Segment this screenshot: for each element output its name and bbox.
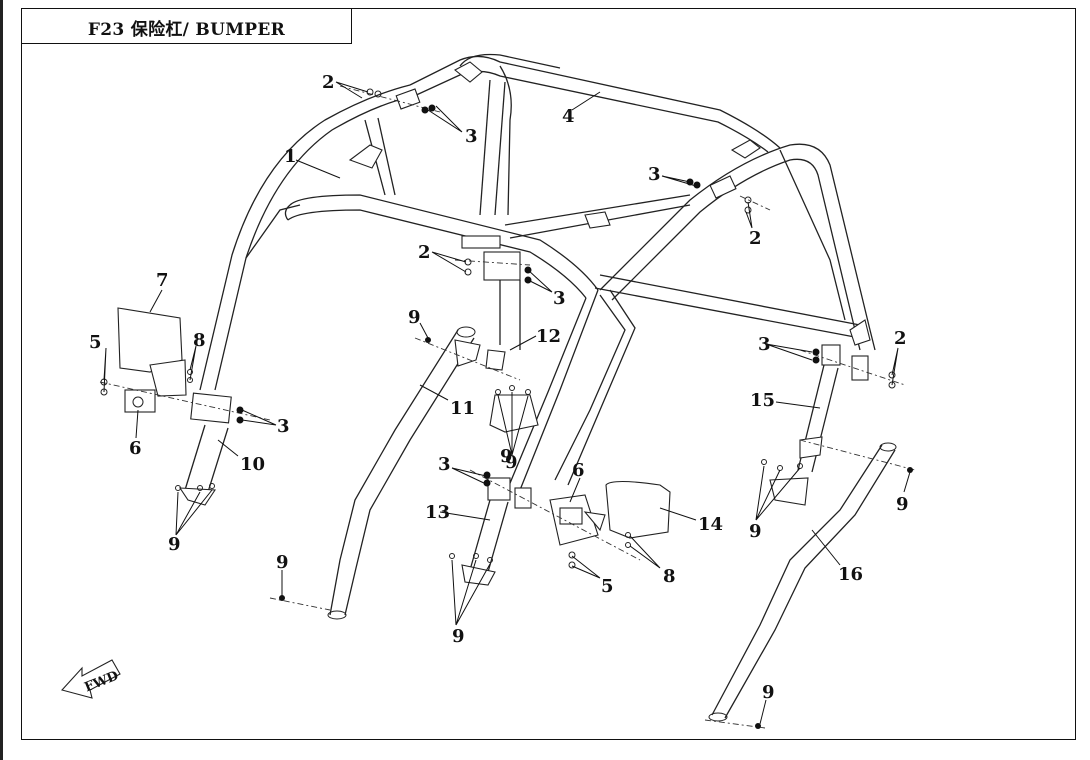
- callout-8-right: 8: [663, 566, 676, 587]
- callout-3-far-right: 3: [758, 334, 771, 355]
- fwd-arrow-icon: FWD: [60, 659, 121, 699]
- callout-2-center: 2: [418, 242, 431, 263]
- callout-13: 13: [425, 502, 450, 523]
- callout-1: 1: [284, 146, 297, 167]
- callout-9-h: 9: [762, 682, 775, 703]
- callout-2-top: 2: [322, 72, 335, 93]
- callout-3-left: 3: [277, 416, 290, 437]
- callout-5-right: 5: [601, 576, 614, 597]
- callout-6-left: 6: [129, 438, 142, 459]
- callout-15: 15: [750, 390, 775, 411]
- callout-7: 7: [156, 270, 169, 291]
- callout-2-far-right: 2: [894, 328, 907, 349]
- callout-9-b: 9: [408, 307, 421, 328]
- callout-5-left: 5: [89, 332, 102, 353]
- callout-9-g: 9: [896, 494, 909, 515]
- callout-3-right: 3: [648, 164, 661, 185]
- callout-9-f: 9: [749, 521, 762, 542]
- drawing-frame: [21, 8, 1076, 740]
- cage-brackets: [348, 61, 871, 346]
- part-11-tube: [327, 326, 481, 620]
- callout-3-lower: 3: [438, 454, 451, 475]
- part-13-tube: [461, 477, 532, 586]
- part-16-tube: [708, 442, 897, 722]
- leader-lines: [103, 81, 911, 725]
- callout-12: 12: [536, 326, 561, 347]
- callout-14: 14: [698, 514, 723, 535]
- callout-4: 4: [562, 106, 575, 127]
- part-15-tube: [769, 344, 869, 506]
- callout-2-right: 2: [749, 228, 762, 249]
- callout-3-center: 3: [553, 288, 566, 309]
- callout-9-e: 9: [276, 552, 289, 573]
- callout-16: 16: [838, 564, 863, 585]
- part-14-mirror-right: [549, 480, 671, 546]
- left-edge-border: [0, 0, 3, 760]
- title-block: F23 保险杠/ BUMPER: [21, 8, 352, 44]
- part-7-mirror-left: [117, 307, 187, 413]
- callout-9-c: 9: [505, 452, 518, 473]
- callout-6-right: 6: [572, 460, 585, 481]
- roll-cage-frame: [199, 53, 876, 491]
- callout-11: 11: [450, 398, 475, 419]
- callout-9-d: 9: [452, 626, 465, 647]
- callout-10: 10: [240, 454, 265, 475]
- callout-labels: 1 2 2 2 2 3 3 3 3 3 3 4 5 5 6 6 7 8 8 9 …: [89, 72, 909, 703]
- callout-3-top: 3: [465, 126, 478, 147]
- page-title: F23 保险杠/ BUMPER: [87, 20, 286, 40]
- callout-9-i: 9: [500, 446, 513, 467]
- callout-8-left: 8: [193, 330, 206, 351]
- callout-9-a: 9: [168, 534, 181, 555]
